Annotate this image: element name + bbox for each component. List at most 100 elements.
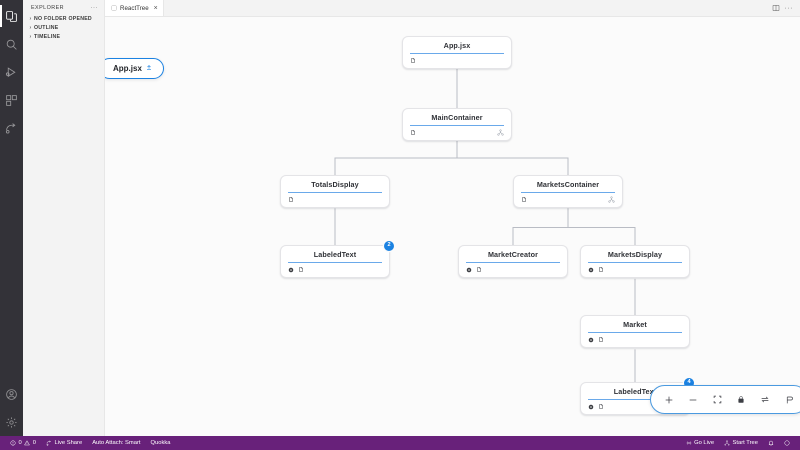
activitybar-live-share[interactable] [0, 114, 23, 142]
swap-arrows-icon [760, 395, 770, 404]
status-bar: 0 0 Live Share Auto Attach: Smart Quokka [0, 436, 800, 450]
auto-attach-label: Auto Attach: Smart [92, 440, 141, 446]
tree-node-market-creator[interactable]: MarketCreator [458, 245, 568, 278]
status-start-tree[interactable]: Start Tree [719, 436, 763, 450]
hook-icon[interactable] [288, 267, 294, 273]
status-live-share[interactable]: Live Share [41, 436, 87, 450]
status-quokka[interactable]: Quokka [146, 436, 176, 450]
plus-icon [664, 395, 674, 405]
status-bell[interactable] [763, 436, 779, 450]
chevron-right-icon: › [29, 33, 32, 40]
file-icon[interactable] [598, 266, 604, 273]
account-icon [5, 388, 18, 401]
error-icon [10, 440, 16, 446]
tree-node-markets-display[interactable]: MarketsDisplay [580, 245, 690, 278]
zoom-in-button[interactable] [657, 389, 681, 410]
file-icon[interactable] [410, 57, 416, 64]
tree-node-main-container[interactable]: MainContainer [402, 108, 512, 141]
activity-bar [0, 0, 23, 436]
node-title: MarketsContainer [536, 180, 600, 189]
tab-reacttree[interactable]: ReactTree × [105, 0, 164, 16]
sidebar-header: EXPLORER ··· [23, 3, 104, 15]
status-problems[interactable]: 0 0 [5, 436, 41, 450]
lock-icon [737, 395, 745, 404]
settings-gear-icon [5, 416, 18, 429]
zoom-out-button[interactable] [681, 389, 705, 410]
activitybar-settings[interactable] [0, 408, 23, 436]
node-rule [588, 262, 682, 263]
file-icon[interactable] [298, 266, 304, 273]
status-go-live[interactable]: Go Live [681, 436, 719, 450]
lock-button[interactable] [729, 389, 753, 410]
activitybar-explorer[interactable] [0, 2, 23, 30]
hook-icon[interactable] [588, 337, 594, 343]
node-footer [281, 263, 389, 277]
node-footer [459, 263, 567, 277]
node-footer [581, 263, 689, 277]
tree-icon [724, 440, 730, 446]
sidebar-section-timeline[interactable]: › TIMELINE [23, 33, 104, 42]
status-badge[interactable]: 4 [684, 378, 694, 388]
file-icon[interactable] [521, 196, 527, 203]
node-rule [521, 192, 615, 193]
live-share-icon [46, 440, 52, 446]
warning-count: 0 [32, 440, 36, 446]
status-feedback[interactable] [779, 436, 795, 450]
node-rule [466, 262, 560, 263]
node-rule [410, 53, 504, 54]
broadcast-icon [686, 440, 692, 446]
hook-icon[interactable] [466, 267, 472, 273]
activitybar-search[interactable] [0, 30, 23, 58]
sidebar-section-outline[interactable]: › OUTLINE [23, 24, 104, 33]
node-footer [581, 400, 689, 414]
feedback-smiley-icon [784, 440, 790, 446]
fit-view-button[interactable] [705, 389, 729, 410]
state-tree-icon[interactable] [608, 196, 615, 203]
file-icon[interactable] [476, 266, 482, 273]
sidebar-section-no-folder-opened[interactable]: › NO FOLDER OPENED [23, 15, 104, 24]
state-tree-icon[interactable] [497, 129, 504, 136]
tree-node-totals-display[interactable]: TotalsDisplay [280, 175, 390, 208]
activitybar-account[interactable] [0, 380, 23, 408]
window-body: EXPLORER ··· › NO FOLDER OPENED › OUTLIN… [0, 0, 800, 436]
live-share-label: Live Share [54, 440, 83, 446]
file-icon[interactable] [410, 129, 416, 136]
parent-button[interactable] [777, 389, 800, 410]
file-icon[interactable] [598, 403, 604, 410]
tree-node-markets-container[interactable]: MarketsContainer [513, 175, 623, 208]
file-icon[interactable] [288, 196, 294, 203]
minus-icon [688, 395, 698, 405]
status-auto-attach[interactable]: Auto Attach: Smart [87, 436, 145, 450]
hook-icon[interactable] [588, 404, 594, 410]
node-footer [403, 54, 511, 68]
editor-area: ReactTree × ··· [105, 0, 800, 436]
extensions-icon [5, 94, 18, 107]
node-rule [288, 262, 382, 263]
orientation-button[interactable] [753, 389, 777, 410]
node-title: LabeledText [313, 250, 357, 259]
sidebar-more-actions[interactable]: ··· [90, 5, 98, 11]
tree-node-labeled-text-1[interactable]: 2 LabeledText [280, 241, 394, 278]
more-actions-icon[interactable]: ··· [784, 4, 793, 12]
activitybar-extensions[interactable] [0, 86, 23, 114]
close-icon[interactable]: × [153, 4, 158, 12]
node-title: LabeledText [613, 387, 657, 396]
file-pill-app-jsx[interactable]: App.jsx [105, 58, 164, 79]
tree-node-market[interactable]: Market [580, 315, 690, 348]
react-flow-canvas[interactable]: App.jsx App.jsx [105, 17, 800, 436]
hook-icon[interactable] [588, 267, 594, 273]
chevron-right-icon: › [29, 16, 32, 23]
split-editor-icon[interactable] [772, 0, 780, 17]
tree-edges [334, 67, 636, 385]
flag-icon [785, 395, 794, 405]
file-icon[interactable] [598, 336, 604, 343]
node-footer [581, 333, 689, 347]
status-badge[interactable]: 2 [384, 241, 394, 251]
activitybar-run-debug[interactable] [0, 58, 23, 86]
upload-icon[interactable] [146, 64, 152, 73]
explorer-sidebar: EXPLORER ··· › NO FOLDER OPENED › OUTLIN… [23, 0, 105, 436]
sidebar-title: EXPLORER [31, 5, 64, 11]
start-tree-label: Start Tree [732, 440, 758, 446]
node-title: App.jsx [443, 41, 471, 50]
tree-node-app[interactable]: App.jsx [402, 36, 512, 69]
